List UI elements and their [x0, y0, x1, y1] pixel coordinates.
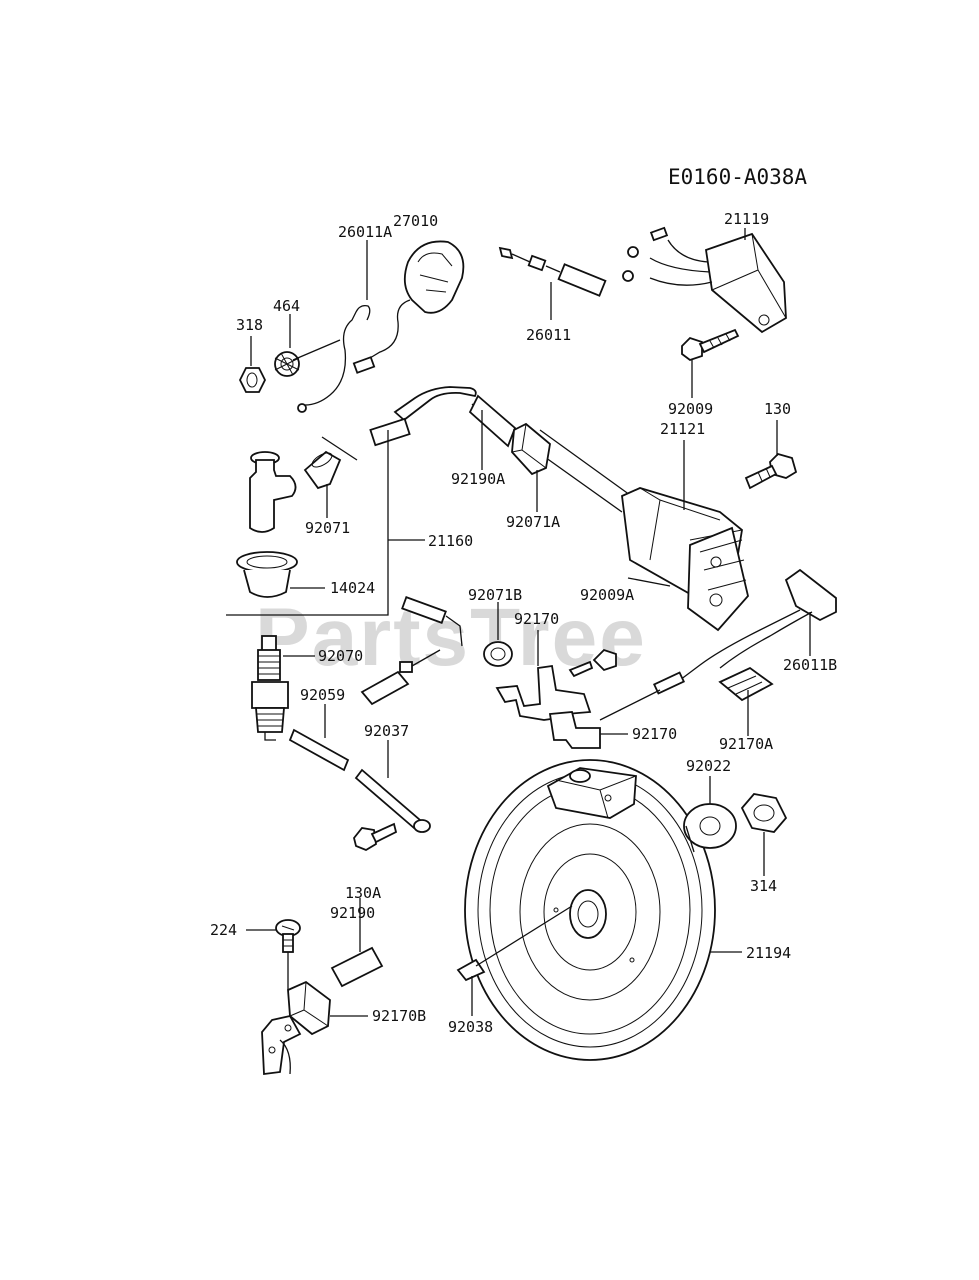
bracket-92170-lower: [548, 689, 661, 749]
bolt-92009: [681, 328, 740, 362]
coil-cap-part: [352, 240, 465, 374]
label-464: 464: [273, 297, 300, 315]
sleeve-92190: [330, 946, 384, 988]
bolt-130: [744, 452, 798, 490]
label-224: 224: [210, 921, 237, 939]
nut-314: [740, 793, 788, 833]
spark-plug-cap-21160: [226, 430, 425, 616]
label-92071A: 92071A: [506, 513, 560, 531]
flywheel-21194: [464, 759, 716, 1061]
label-92009A: 92009A: [580, 586, 634, 604]
bracket-92170-upper: [483, 641, 617, 721]
label-92071: 92071: [305, 519, 350, 537]
label-92037: 92037: [364, 722, 409, 740]
pin-92037: [353, 768, 431, 852]
label-92070: 92070: [318, 647, 363, 665]
pin-92059: [288, 728, 350, 772]
label-21121: 21121: [660, 420, 705, 438]
ignition-cable-92190A: [369, 386, 631, 513]
grommet-92071A: [511, 422, 551, 476]
label-92170-upper: 92170: [514, 610, 559, 628]
ignition-coil-21121: [621, 487, 749, 632]
label-92022: 92022: [686, 757, 731, 775]
spark-plug-92070: [251, 635, 289, 741]
label-92170-lower: 92170: [632, 725, 677, 743]
part-labels: 27010 21119 26011A 464 318 26011 92009 1…: [210, 210, 837, 1036]
leader-lines: [246, 228, 811, 1017]
leader-92009A-hint: [627, 577, 671, 587]
label-26011A: 26011A: [338, 223, 392, 241]
screw-224: [275, 919, 301, 953]
label-92038: 92038: [448, 1018, 493, 1036]
label-130: 130: [764, 400, 791, 418]
label-314: 314: [750, 877, 777, 895]
label-130A: 130A: [345, 884, 381, 902]
label-14024: 14024: [330, 579, 375, 597]
igniter-module-21119: [622, 226, 787, 334]
bracket-92170B: [261, 980, 331, 1076]
label-318: 318: [236, 316, 263, 334]
label-21160: 21160: [428, 532, 473, 550]
label-92190: 92190: [330, 904, 375, 922]
nut-318: [238, 367, 267, 393]
label-21194: 21194: [746, 944, 791, 962]
label-26011B: 26011B: [783, 656, 837, 674]
label-92009: 92009: [668, 400, 713, 418]
lock-washer-464: [274, 351, 300, 377]
diagram-code: E0160-A038A: [668, 165, 807, 189]
label-92170A: 92170A: [719, 735, 773, 753]
wire-26011B: [653, 568, 837, 695]
washer-92022: [683, 803, 737, 853]
wire-26011A-part: [297, 304, 371, 413]
wire-92071B: [360, 596, 463, 706]
label-21119: 21119: [724, 210, 769, 228]
label-92071B: 92071B: [468, 586, 522, 604]
clamp-92170A: [718, 666, 774, 702]
label-92059: 92059: [300, 686, 345, 704]
cap-92071: [303, 436, 358, 490]
grommet-14024: [236, 551, 298, 598]
label-92170B: 92170B: [372, 1007, 426, 1025]
label-26011: 26011: [526, 326, 571, 344]
connector-26011-part: [498, 246, 607, 297]
label-92190A: 92190A: [451, 470, 505, 488]
label-27010: 27010: [393, 212, 438, 230]
